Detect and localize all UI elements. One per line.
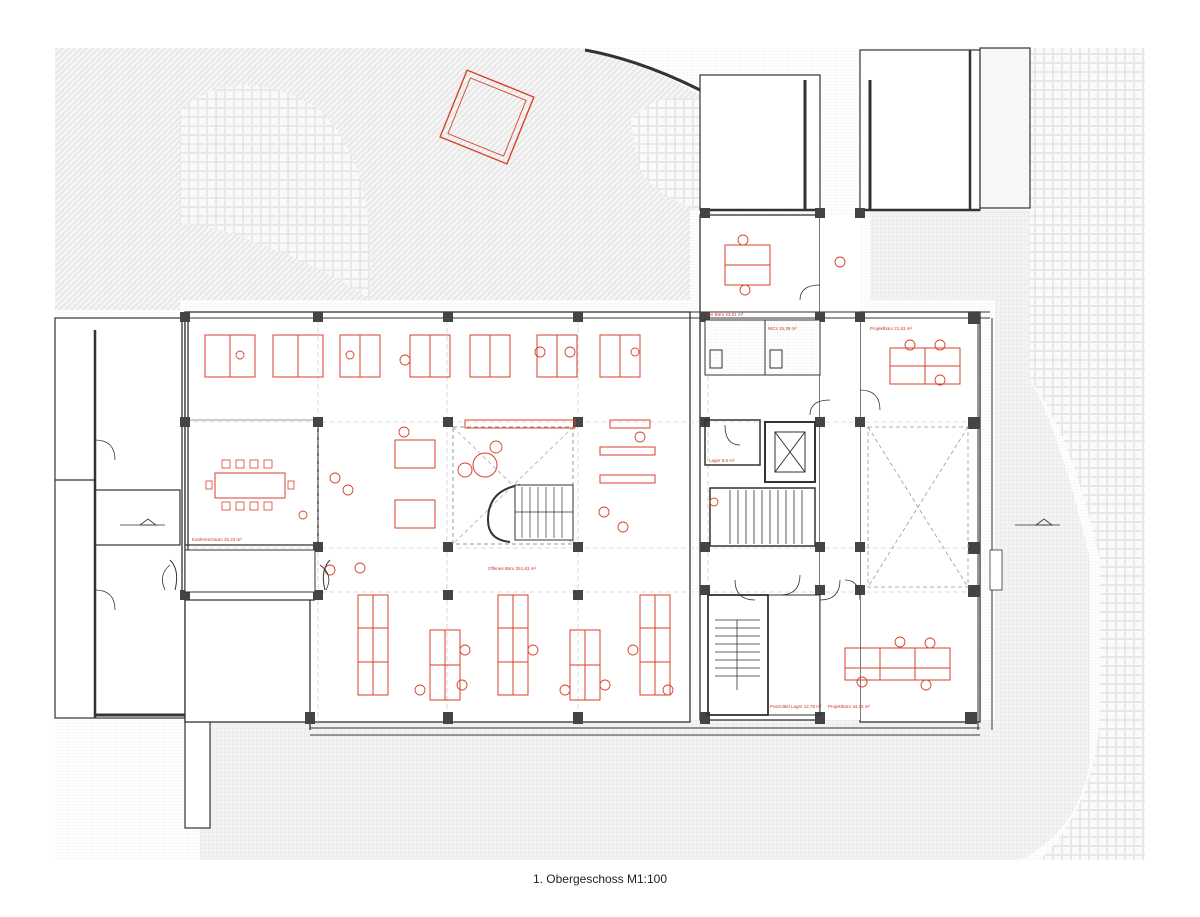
room-label-wcs: WCs 15,39 m² bbox=[768, 326, 797, 331]
room-label-offenes-buero: Offenes Büro 351,63 m² bbox=[488, 566, 536, 571]
drawing-caption: 1. Obergeschoss M1:100 bbox=[532, 872, 668, 886]
neighbour-building-left bbox=[54, 317, 211, 829]
door-swings bbox=[162, 284, 881, 601]
atrium-void-right bbox=[867, 426, 969, 588]
room-label-projektbuero-unten: Projektbüro 34,25 m² bbox=[828, 704, 871, 709]
section-markers bbox=[120, 518, 1060, 591]
room-label-konferenzraum: Konferenzraum 32,23 m² bbox=[192, 537, 242, 542]
room-label-lager: Lager 6,6 m² bbox=[709, 458, 735, 463]
central-stair-void bbox=[452, 426, 574, 545]
room-label-putzmittel-lager: Putzmittel Lager 12,76 m² bbox=[770, 704, 822, 709]
service-core bbox=[704, 319, 821, 716]
connection-bridge bbox=[169, 549, 331, 593]
pavilion-square bbox=[439, 69, 535, 165]
room-label-2er-buero: 2er Büro 23,01 m² bbox=[707, 312, 744, 317]
room-label-projektbuero-oben: Projektbüro 21,53 m² bbox=[870, 326, 913, 331]
neighbour-building-top bbox=[584, 47, 1031, 212]
room-labels: Konferenzraum 32,23 m² Offenes Büro 351,… bbox=[192, 312, 913, 709]
furniture bbox=[204, 234, 961, 701]
